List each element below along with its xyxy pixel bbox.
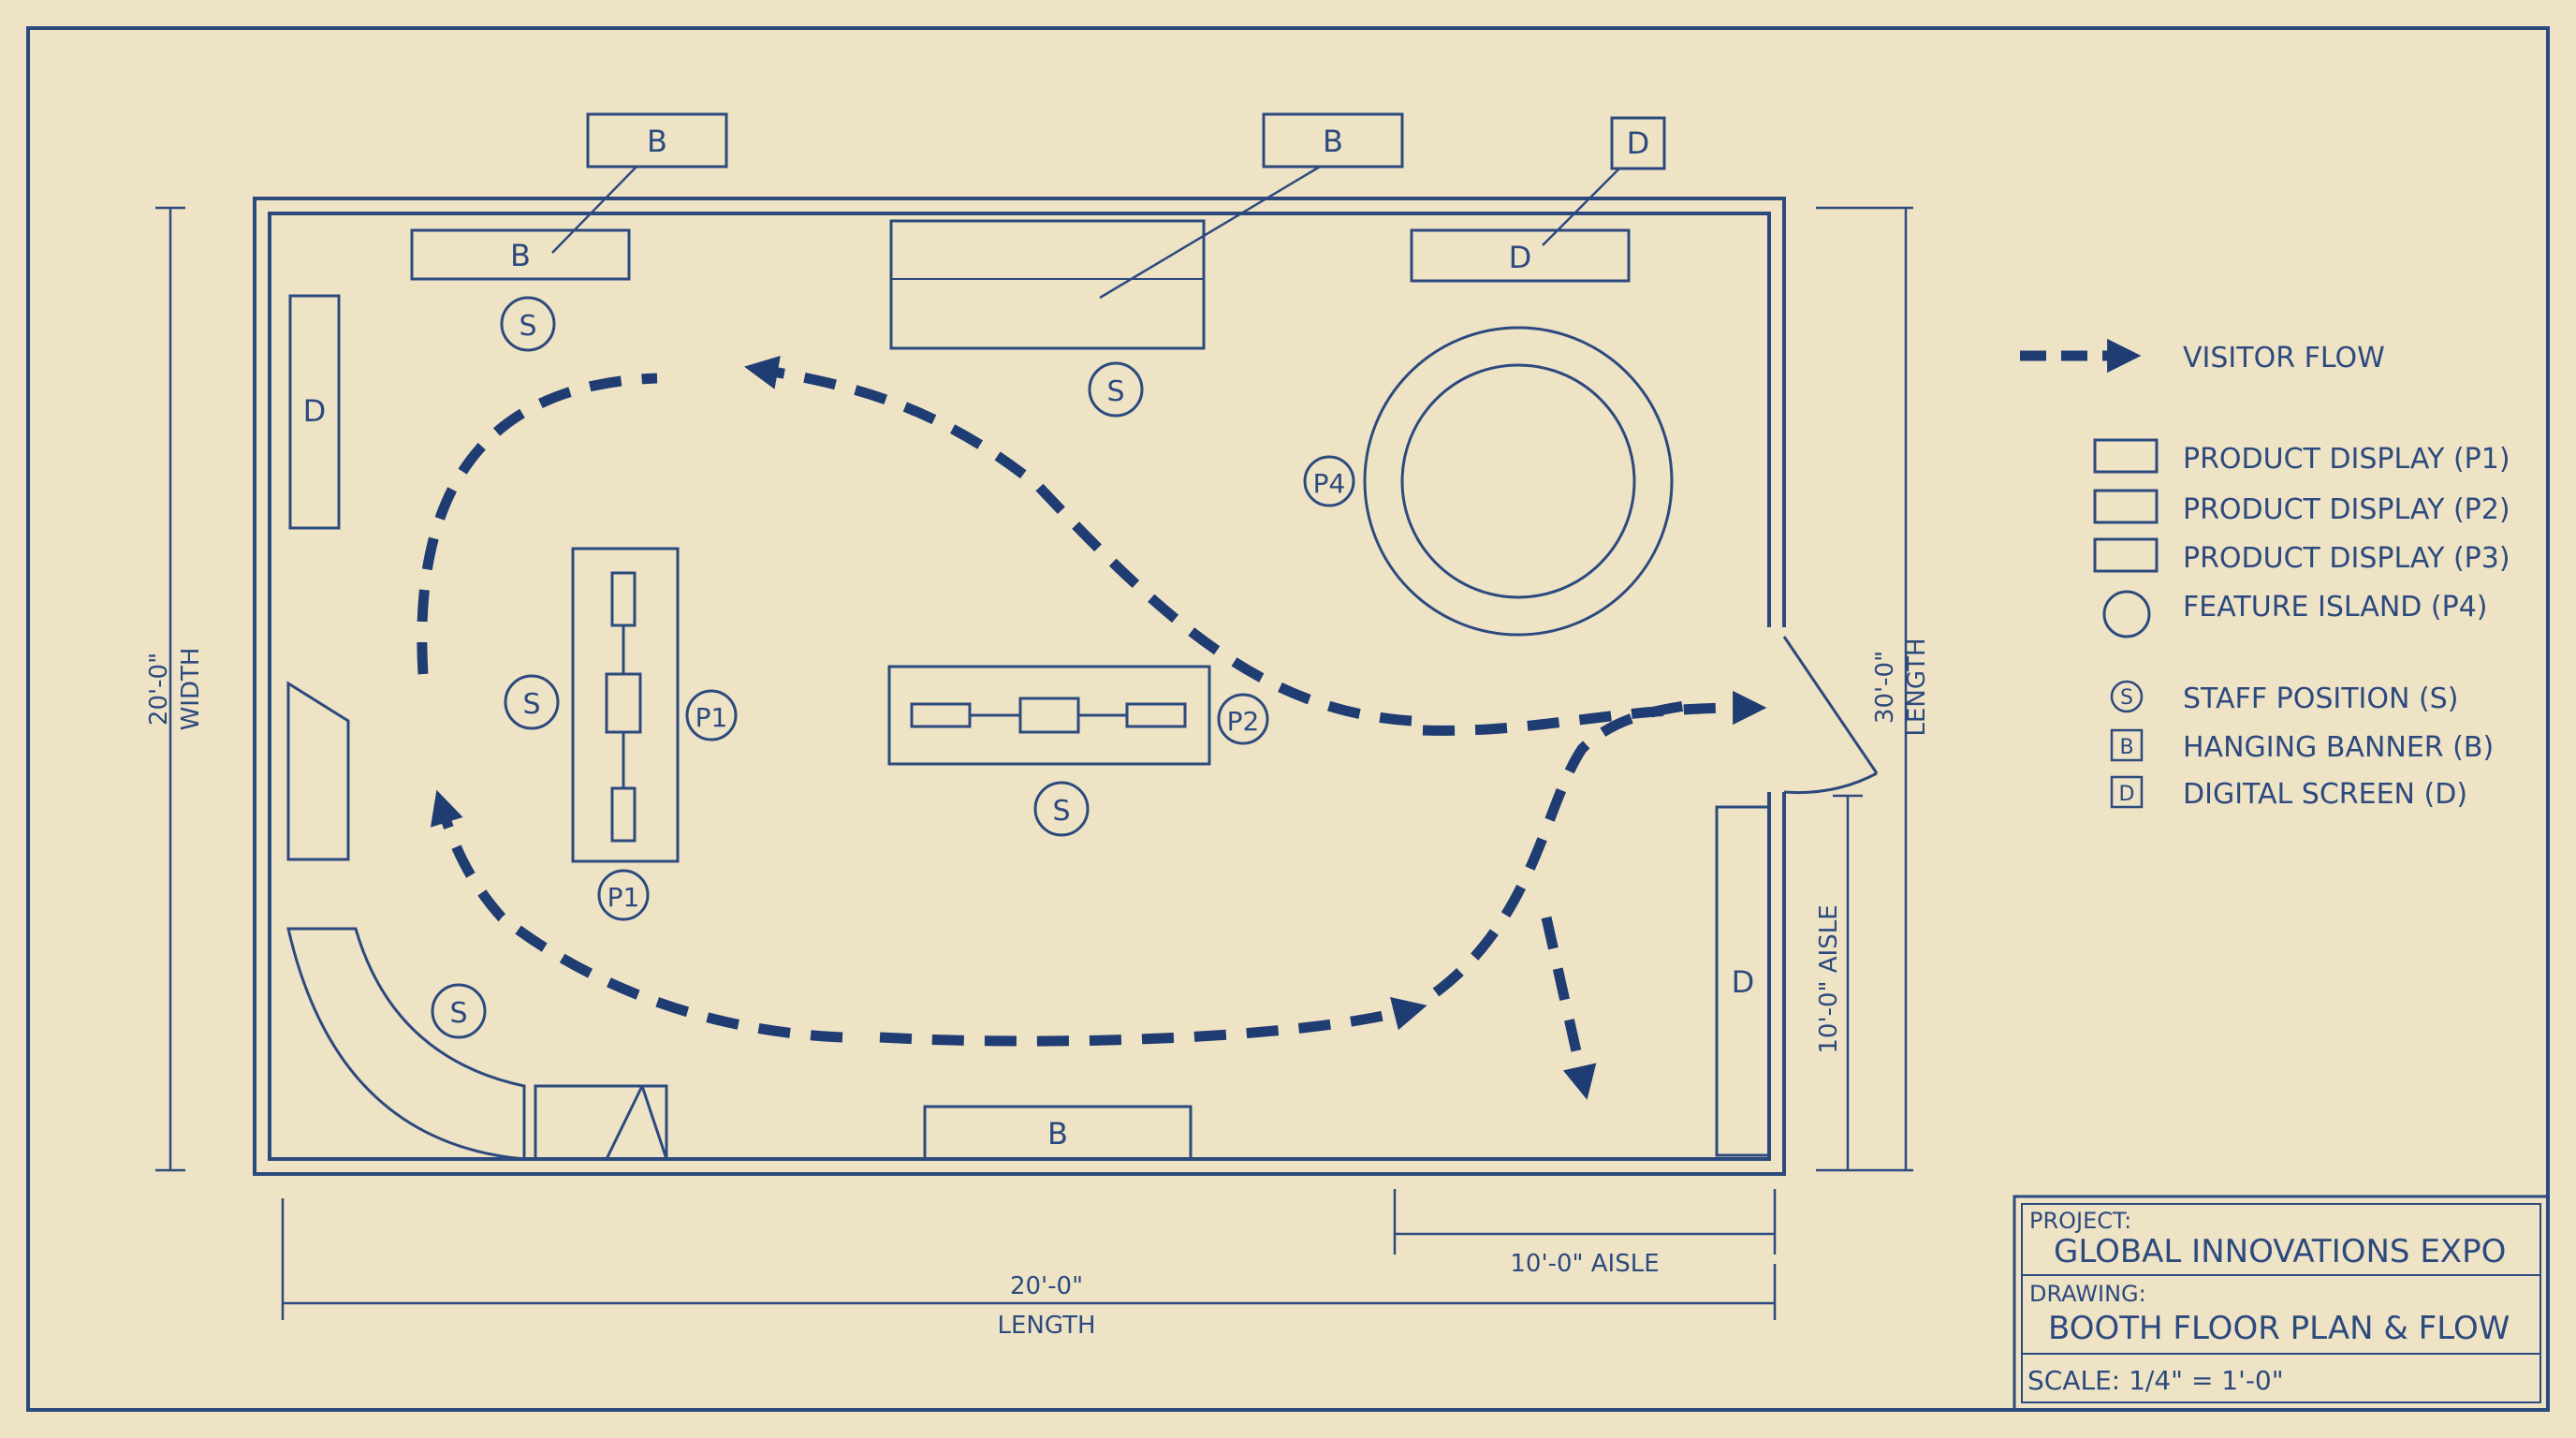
screen-label: D bbox=[1509, 240, 1532, 275]
dimension-right-label: LENGTH bbox=[1903, 638, 1931, 736]
staff-label: S bbox=[519, 310, 536, 343]
drawing-label: DRAWING: bbox=[2029, 1281, 2146, 1307]
staff-label: S bbox=[449, 997, 467, 1030]
staff-label: S bbox=[1052, 795, 1070, 828]
p1-label: P1 bbox=[695, 702, 728, 733]
dimension-side-aisle-label: 10'-0" AISLE bbox=[1815, 904, 1843, 1053]
banner-label: B bbox=[510, 238, 531, 273]
p4-label: P4 bbox=[1313, 468, 1346, 499]
flow-bottom-right bbox=[879, 997, 1427, 1047]
side-counter bbox=[286, 681, 350, 861]
product-display-p2 bbox=[887, 665, 1211, 766]
p2-label: P2 bbox=[1227, 706, 1260, 737]
dimension-bottom-aisle-label: 10'-0" AISLE bbox=[1510, 1250, 1659, 1278]
visitor-flow-paths bbox=[417, 355, 1767, 1100]
screen-label: D bbox=[1732, 964, 1755, 1000]
flow-rise-to-exit bbox=[1432, 700, 1686, 997]
dimension-bottom bbox=[281, 1198, 1777, 1320]
project-label: PROJECT: bbox=[2029, 1208, 2131, 1234]
staff-label: S bbox=[522, 688, 540, 721]
flow-to-exit bbox=[1422, 690, 1767, 736]
legend-p4-symbol bbox=[2102, 590, 2151, 638]
p1-label: P1 bbox=[607, 882, 640, 913]
entrance-door bbox=[1782, 636, 1879, 795]
p4-marker bbox=[1303, 455, 1355, 507]
legend-screen-symbol-text: D bbox=[2119, 783, 2135, 806]
dimension-bottom-value: 20'-0" bbox=[1010, 1272, 1083, 1300]
legend-p2-symbol bbox=[2093, 489, 2159, 524]
legend-staff-symbol-text: S bbox=[2120, 686, 2133, 710]
screen-label: D bbox=[1627, 125, 1650, 161]
dimension-left-label: WIDTH bbox=[177, 648, 205, 731]
dimension-right-value: 30'-0" bbox=[1871, 651, 1899, 724]
storage-cabinet bbox=[534, 1084, 668, 1161]
dimension-right bbox=[1816, 206, 1913, 1172]
legend-banner-symbol-text: B bbox=[2119, 736, 2133, 759]
digital-screen-top-right: D D bbox=[1410, 116, 1666, 283]
legend-p3-label: PRODUCT DISPLAY (P3) bbox=[2183, 542, 2510, 575]
dimension-bottom-aisle bbox=[1393, 1189, 1777, 1255]
hanging-banner-top-center: B bbox=[889, 112, 1404, 350]
feature-island-p4 bbox=[1363, 326, 1674, 637]
dimension-left-value: 20'-0" bbox=[145, 653, 173, 726]
legend-screen-label: DIGITAL SCREEN (D) bbox=[2183, 778, 2467, 811]
digital-screen-left-wall: D bbox=[288, 294, 341, 530]
flow-top-to-left bbox=[743, 355, 1412, 726]
legend-banner-symbol bbox=[2110, 728, 2144, 762]
flow-left-up bbox=[417, 373, 658, 675]
staff-positions: S S S S S bbox=[431, 296, 1144, 1039]
legend-p3-symbol bbox=[2093, 537, 2159, 573]
legend-p4-label: FEATURE ISLAND (P4) bbox=[2183, 591, 2488, 624]
hanging-banner-bottom: B bbox=[923, 1105, 1193, 1161]
legend-screen-symbol bbox=[2110, 775, 2144, 809]
flow-down-out bbox=[1541, 916, 1597, 1100]
flow-bottom-left bbox=[430, 789, 843, 1043]
title-block: PROJECT: GLOBAL INNOVATIONS EXPO DRAWING… bbox=[2012, 1195, 2550, 1412]
screen-label: D bbox=[303, 393, 327, 429]
staff-label: S bbox=[1106, 375, 1124, 408]
legend-p1-symbol bbox=[2093, 438, 2159, 474]
sheet-border bbox=[26, 26, 2550, 1412]
p1-marker-bottom bbox=[597, 869, 650, 921]
p1-marker-right bbox=[685, 689, 738, 741]
drawing-name: BOOTH FLOOR PLAN & FLOW bbox=[2048, 1310, 2510, 1347]
p2-marker bbox=[1217, 693, 1269, 745]
legend-p2-label: PRODUCT DISPLAY (P2) bbox=[2183, 493, 2510, 526]
project-name: GLOBAL INNOVATIONS EXPO bbox=[2054, 1233, 2506, 1270]
reception-counter bbox=[286, 927, 526, 1161]
dimension-side-aisle bbox=[1833, 794, 1863, 1170]
digital-screen-right-wall: D bbox=[1715, 805, 1771, 1157]
product-display-p1 bbox=[571, 547, 680, 863]
legend-staff-label: STAFF POSITION (S) bbox=[2183, 682, 2458, 715]
scale-text: SCALE: 1/4" = 1'-0" bbox=[2027, 1365, 2284, 1396]
banner-label: B bbox=[1323, 124, 1343, 159]
banner-label: B bbox=[647, 124, 667, 159]
dimension-bottom-label: LENGTH bbox=[997, 1312, 1095, 1340]
banner-label: B bbox=[1047, 1116, 1068, 1152]
legend-staff-symbol bbox=[2110, 680, 2144, 713]
hanging-banner-top-left: B B bbox=[410, 112, 728, 281]
booth-outline bbox=[253, 197, 1786, 1176]
legend-banner-label: HANGING BANNER (B) bbox=[2183, 731, 2494, 764]
dimension-left bbox=[155, 206, 185, 1172]
legend-p1-label: PRODUCT DISPLAY (P1) bbox=[2183, 443, 2510, 476]
legend: VISITOR FLOW PRODUCT DISPLAY (P1) PRODUC… bbox=[2020, 338, 2510, 811]
legend-flow-label: VISITOR FLOW bbox=[2183, 342, 2385, 374]
